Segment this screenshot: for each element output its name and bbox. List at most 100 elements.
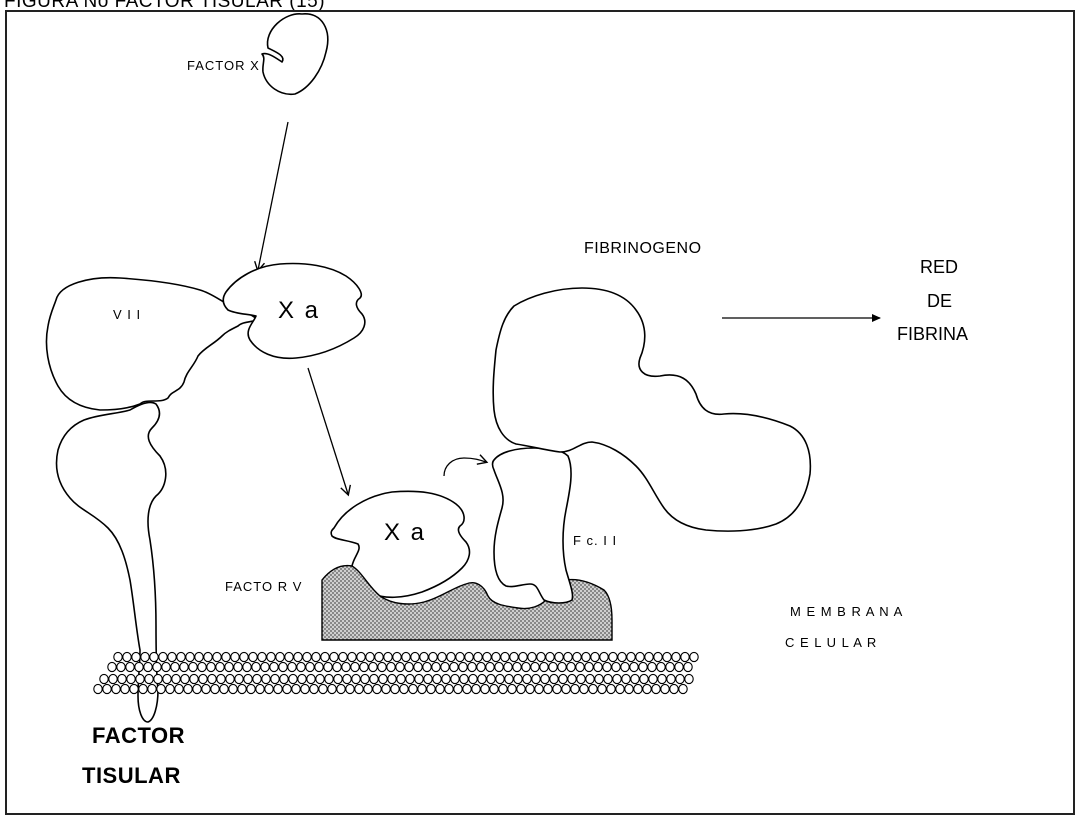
membrane-bead [667,674,675,683]
membrane-bead [243,662,251,671]
membrane-bead [204,652,212,661]
membrane-bead [537,652,545,661]
membrane-bead [549,662,557,671]
membrane-bead [564,652,572,661]
membrane-bead [280,674,288,683]
membrane-bead [289,674,297,683]
membrane-bead [684,662,692,671]
membrane-bead [675,662,683,671]
membrane-bead [604,674,612,683]
membrane-bead [283,684,291,693]
membrane-bead [618,652,626,661]
membrane-bead [672,652,680,661]
membrane-bead [685,674,693,683]
label-fibrinogeno: FIBRINOGENO [584,240,702,257]
membrane-bead [270,662,278,671]
label-factor-v: FACTO R V [225,579,302,594]
membrane-bead [654,652,662,661]
membrane-bead [163,674,171,683]
membrane-bead [402,652,410,661]
membrane-bead [276,652,284,661]
membrane-bead [411,652,419,661]
membrane-bead [483,652,491,661]
membrane-bead [496,674,504,683]
membrane-bead [294,652,302,661]
membrane-bead [181,674,189,683]
membrane-bead [253,674,261,683]
membrane-bead [357,652,365,661]
membrane-bead [474,652,482,661]
membrane-bead [240,652,248,661]
membrane-bead [580,684,588,693]
membrane-bead [625,684,633,693]
membrane-bead [540,662,548,671]
membrane-bead [321,652,329,661]
membrane-bead [465,652,473,661]
membrane-bead [316,674,324,683]
membrane-bead [261,662,269,671]
membrane-bead [517,684,525,693]
membrane-bead [510,652,518,661]
membrane-bead [216,662,224,671]
membrane-bead [661,684,669,693]
membrane-bead [312,652,320,661]
arrow-into-fc-ii [444,458,486,476]
membrane-bead [333,662,341,671]
label-xa-bottom: X a [384,519,426,546]
membrane-bead [229,684,237,693]
membrane-bead [132,652,140,661]
membrane-bead [438,652,446,661]
membrane-bead [612,662,620,671]
membrane-bead [184,684,192,693]
membrane-bead [172,674,180,683]
membrane-bead [162,662,170,671]
membrane-bead [94,684,102,693]
membrane-bead [600,652,608,661]
membrane-bead [136,674,144,683]
membrane-bead [274,684,282,693]
membrane-bead [288,662,296,671]
membrane-bead [513,662,521,671]
membrane-bead [666,662,674,671]
label-red: RED [920,257,958,277]
membrane-bead [603,662,611,671]
membrane-bead [375,652,383,661]
membrane-bead [577,674,585,683]
membrane-bead [235,674,243,683]
membrane-bead [207,662,215,671]
membrane-bead [568,674,576,683]
label-factor-tisular-1: FACTOR [92,723,185,748]
membrane-bead [148,684,156,693]
membrane-bead [226,674,234,683]
membrane-bead [153,662,161,671]
membrane-bead [528,652,536,661]
membrane-bead [112,684,120,693]
membrane-bead [379,674,387,683]
membrane-bead [213,652,221,661]
factor-x-shape [262,14,328,94]
membrane-bead [298,674,306,683]
label-fc-ii: F c. I I [573,533,617,548]
membrane-bead [114,652,122,661]
membrane-bead [303,652,311,661]
membrane-bead [504,662,512,671]
membrane-bead [420,652,428,661]
membrane-bead [231,652,239,661]
membrane-bead [220,684,228,693]
arrow-xa-to-xa [308,368,348,494]
membrane-bead [636,652,644,661]
membrane-bead [198,662,206,671]
membrane-bead [238,684,246,693]
membrane-bead [522,662,530,671]
membrane-bead [477,662,485,671]
membrane-bead [616,684,624,693]
membrane-bead [325,674,333,683]
membrane-bead [285,652,293,661]
membrane-bead [460,674,468,683]
membrane-bead [690,652,698,661]
membrane-bead [663,652,671,661]
membrane-bead [315,662,323,671]
membrane-bead [679,684,687,693]
membrane-bead [180,662,188,671]
membrane-bead [348,652,356,661]
